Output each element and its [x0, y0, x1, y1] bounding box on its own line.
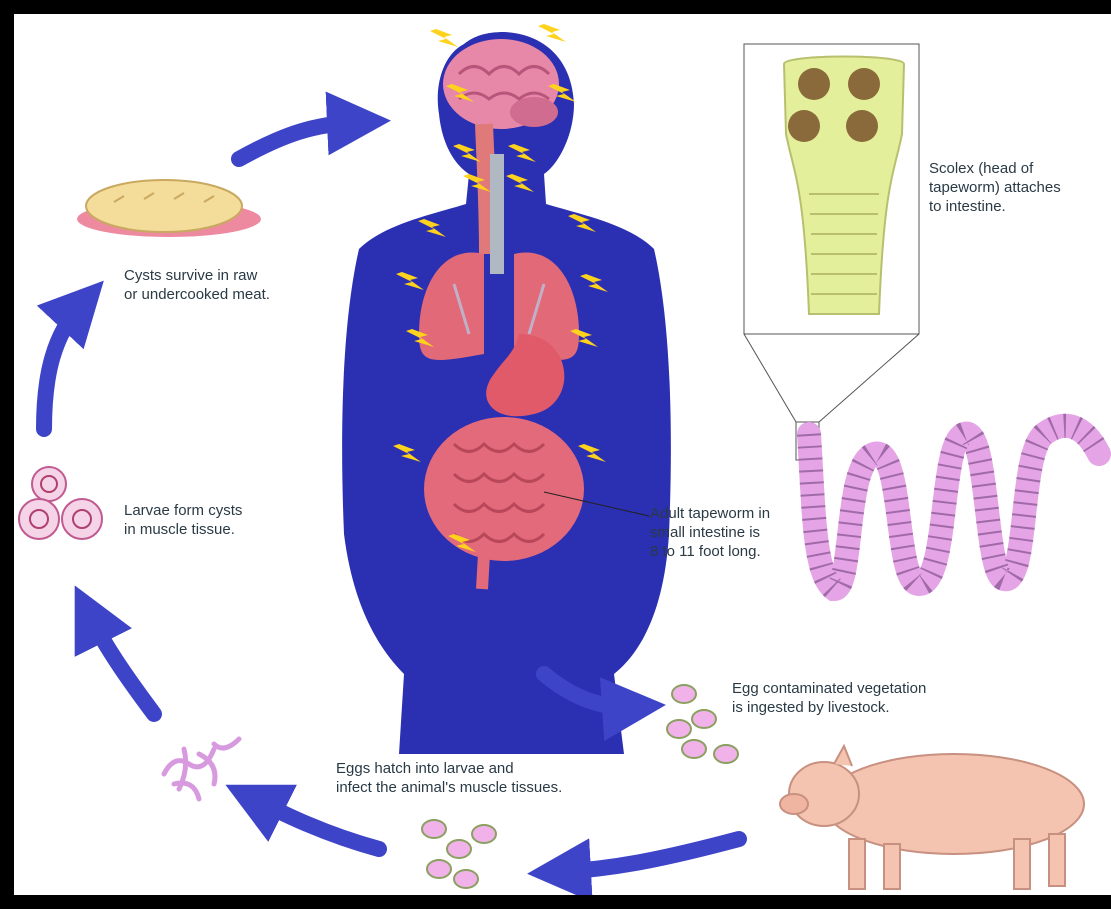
label-scolex: Scolex (head of tapeworm) attaches to in… [929, 159, 1061, 216]
larvae-icon [164, 739, 239, 799]
eggs-hatch [422, 820, 496, 888]
label-adult-tapeworm: Adult tapeworm in small intestine is 8 t… [650, 504, 770, 561]
scolex-inset [744, 44, 919, 460]
label-cysts-meat: Cysts survive in raw or undercooked meat… [124, 266, 270, 304]
label-egg-vegetation: Egg contaminated vegetation is ingested … [732, 679, 926, 717]
trachea [490, 154, 504, 274]
pig-icon [780, 746, 1084, 889]
tapeworm-life-cycle-diagram [14, 14, 1111, 895]
diagram-panel: Scolex (head of tapeworm) attaches to in… [14, 14, 1111, 895]
eggs-vegetation [667, 685, 738, 763]
meat-icon [77, 180, 261, 237]
label-eggs-hatch: Eggs hatch into larvae and infect the an… [336, 759, 562, 797]
label-larvae-cysts: Larvae form cysts in muscle tissue. [124, 501, 242, 539]
cysts-icon [19, 467, 102, 539]
tapeworm-body [809, 426, 1099, 589]
brain [443, 39, 559, 129]
